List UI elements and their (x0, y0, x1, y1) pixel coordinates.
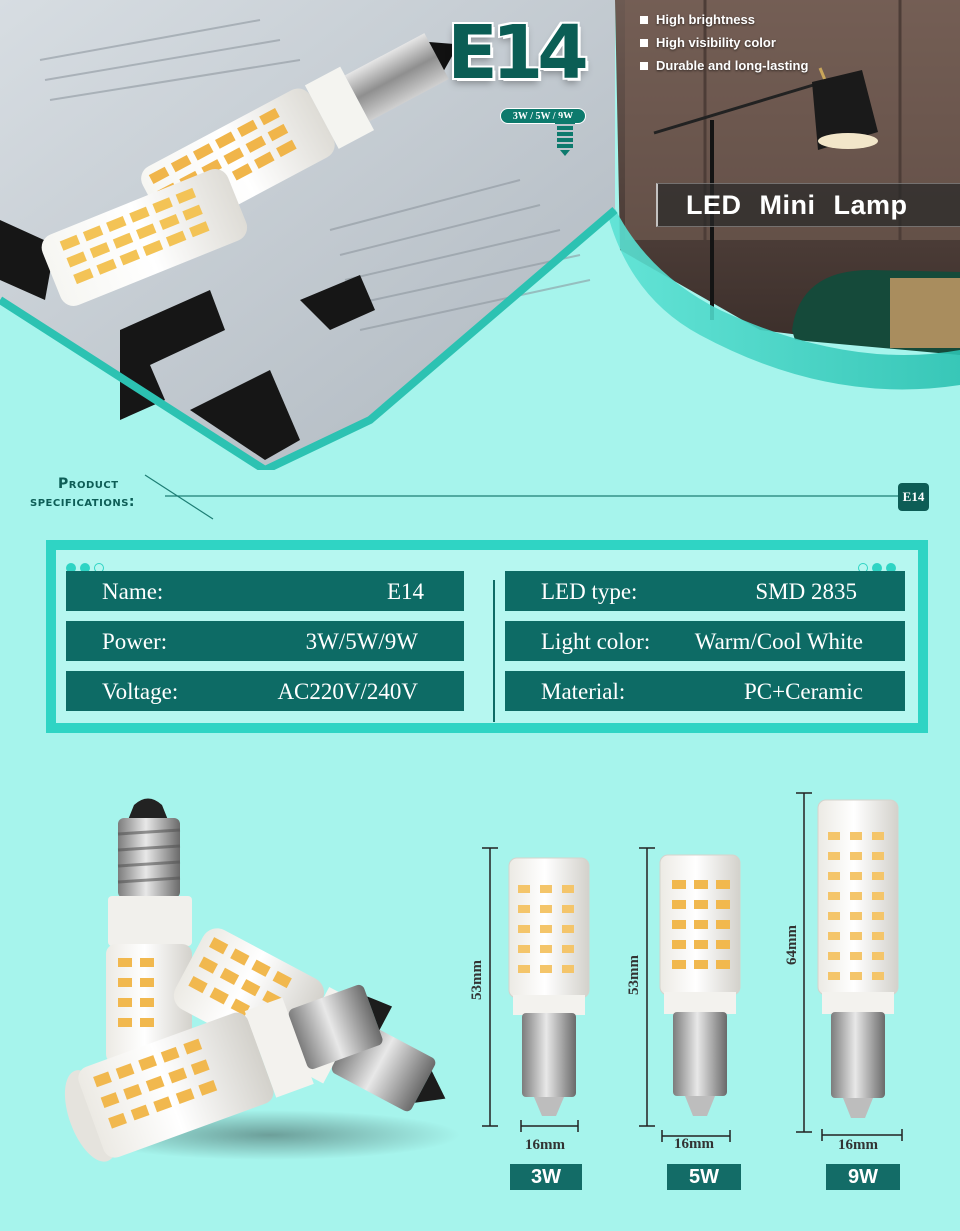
spec-header-lines (144, 474, 898, 520)
banner-text: LED Mini Lamp (686, 190, 908, 220)
spec-row: LED type: SMD 2835 (505, 571, 905, 611)
spec-row: Voltage: AC220V/240V (66, 671, 464, 711)
width-label-5w: 16mm (674, 1136, 714, 1152)
square-bullet-icon (640, 38, 648, 47)
spec-row: Light color: Warm/Cool White (505, 621, 905, 661)
power-badge-5w: 5W (667, 1164, 741, 1190)
power-badge-9w: 9W (826, 1164, 900, 1190)
spec-key: Power: (102, 629, 168, 654)
feature-label: High visibility color (656, 35, 776, 50)
spec-key: LED type: (541, 579, 638, 604)
bulb-base-icon (555, 118, 575, 156)
spec-key: Voltage: (102, 679, 179, 704)
spec-value: 3W/5W/9W (305, 629, 418, 654)
upright-bulb (106, 798, 192, 1064)
height-label-3w: 53mm (469, 960, 485, 1000)
spec-row: Power: 3W/5W/9W (66, 621, 464, 661)
spec-tag: E14 (898, 483, 929, 511)
dot-icon (80, 563, 90, 573)
spec-value: E14 (386, 579, 424, 604)
bulb-9w-drawing (796, 792, 903, 1141)
hero-section: E14 3W / 5W / 9W High brightness High vi… (0, 0, 960, 470)
bulb-3w-drawing (482, 847, 590, 1132)
spec-value: PC+Ceramic (743, 679, 863, 704)
spec-value: SMD 2835 (755, 579, 857, 604)
spec-section-title: Product specifications: (30, 476, 135, 510)
spec-value: AC220V/240V (277, 679, 418, 704)
spec-row: Material: PC+Ceramic (505, 671, 905, 711)
product-banner: LED Mini Lamp (656, 183, 960, 227)
square-bullet-icon (640, 61, 648, 70)
spec-key: Material: (541, 679, 626, 704)
spec-table: Name: E14 Power: 3W/5W/9W Voltage: AC220… (46, 540, 928, 733)
height-label-5w: 53mm (626, 955, 642, 995)
badge-title: E14 (447, 10, 589, 96)
width-label-9w: 16mm (838, 1137, 878, 1153)
feature-label: High brightness (656, 12, 755, 27)
spec-key: Name: (102, 579, 164, 604)
width-label-3w: 16mm (525, 1137, 565, 1153)
dot-icon (872, 563, 882, 573)
spec-title-line1: Product (58, 476, 119, 492)
spec-row: Name: E14 (66, 571, 464, 611)
spec-table-inner: Name: E14 Power: 3W/5W/9W Voltage: AC220… (56, 550, 918, 723)
lying-bulb (64, 984, 393, 1162)
spec-value: Warm/Cool White (694, 629, 863, 654)
square-bullet-icon (640, 15, 648, 24)
bulb-5w-drawing (639, 847, 741, 1142)
column-divider (493, 580, 495, 722)
feature-item: Durable and long-lasting (640, 54, 808, 77)
spec-title-line2: specifications: (30, 494, 135, 510)
hero-photo (0, 0, 960, 470)
dot-icon (66, 563, 76, 573)
height-label-9w: 64mm (784, 925, 800, 965)
feature-list: High brightness High visibility color Du… (640, 8, 808, 77)
feature-label: Durable and long-lasting (656, 58, 809, 73)
spec-key: Light color: (541, 629, 651, 654)
product-illustration (64, 792, 903, 1162)
feature-item: High brightness (640, 8, 808, 31)
dot-icon (886, 563, 896, 573)
feature-item: High visibility color (640, 31, 808, 54)
power-badge-3w: 3W (510, 1164, 582, 1190)
e14-badge: E14 3W / 5W / 9W (440, 10, 590, 155)
